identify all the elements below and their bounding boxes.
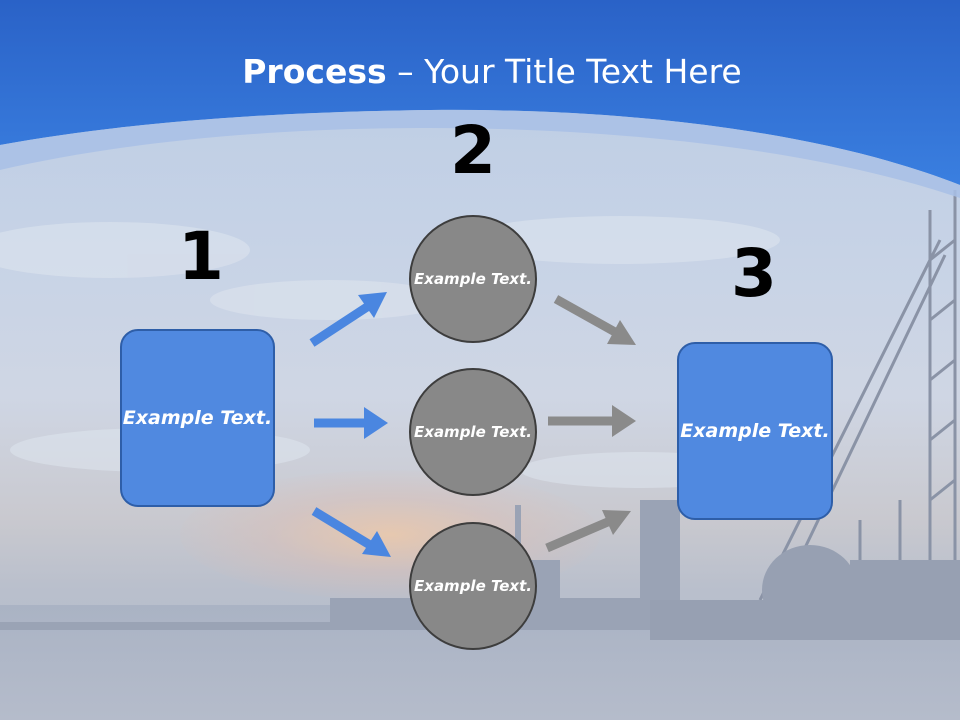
arrow-circle2-to-box2 <box>548 405 636 437</box>
circle-top-text: Example Text. <box>414 269 532 288</box>
box-left-text: Example Text. <box>122 406 273 429</box>
rig-structure <box>650 545 960 640</box>
process-circle-bottom: Example Text. <box>409 522 537 650</box>
arrow-circle1-to-box2 <box>553 295 636 345</box>
header-band <box>0 0 960 185</box>
box-right-text: Example Text. <box>680 419 830 442</box>
header-swoosh <box>0 109 960 198</box>
arrow-circle3-to-box2 <box>545 510 631 553</box>
process-circle-top: Example Text. <box>409 215 537 343</box>
cloud-layer <box>0 216 780 488</box>
process-box-left: Example Text. <box>120 329 275 507</box>
circle-bottom-text: Example Text. <box>414 576 532 595</box>
step-number-1: 1 <box>178 218 224 295</box>
title-rest: – Your Title Text Here <box>386 52 742 91</box>
arrow-box1-to-circle3 <box>311 507 391 557</box>
process-circle-middle: Example Text. <box>409 368 537 496</box>
arrow-box1-to-circle2 <box>314 407 388 439</box>
step-number-2: 2 <box>450 112 496 189</box>
circle-middle-text: Example Text. <box>414 422 532 441</box>
step-number-3: 3 <box>731 235 777 312</box>
slide-title: Process – Your Title Text Here <box>0 52 960 91</box>
arrow-box1-to-circle1 <box>309 292 387 347</box>
title-bold: Process <box>242 52 387 91</box>
process-box-right: Example Text. <box>677 342 833 520</box>
